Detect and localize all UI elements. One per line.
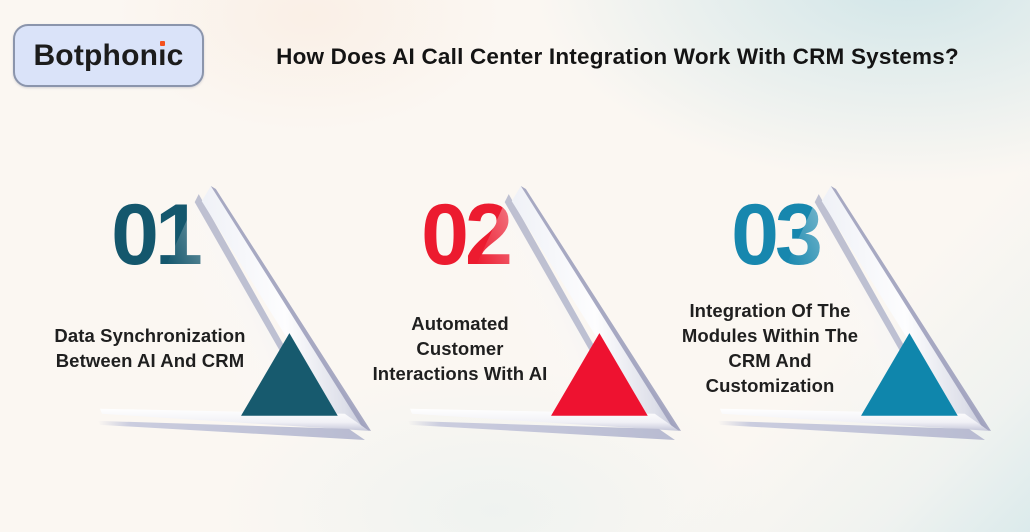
step-1-solid-triangle-icon xyxy=(241,333,338,416)
step-1-label: Data Synchronization Between AI And CRM xyxy=(54,325,246,371)
step-card-1: 01 Data Synchronization Between AI And C… xyxy=(35,186,375,446)
step-1-triangle-graphic xyxy=(97,186,371,440)
step-3-triangle-graphic xyxy=(717,186,991,440)
step-3-label: Integration Of The Modules Within The CR… xyxy=(681,300,859,396)
step-2-label: Automated Customer Interactions With AI xyxy=(372,312,548,384)
step-card-3: 03 Integration Of The Modules Within The… xyxy=(655,186,995,446)
step-2-triangle-graphic xyxy=(407,186,681,440)
page-title: How Does AI Call Center Integration Work… xyxy=(276,44,959,69)
step-3-solid-triangle-icon xyxy=(861,333,958,416)
logo-i-dot xyxy=(159,40,165,46)
step-card-2: 02 Automated Customer Interactions With … xyxy=(345,186,685,446)
step-2-solid-triangle-icon xyxy=(551,333,648,416)
